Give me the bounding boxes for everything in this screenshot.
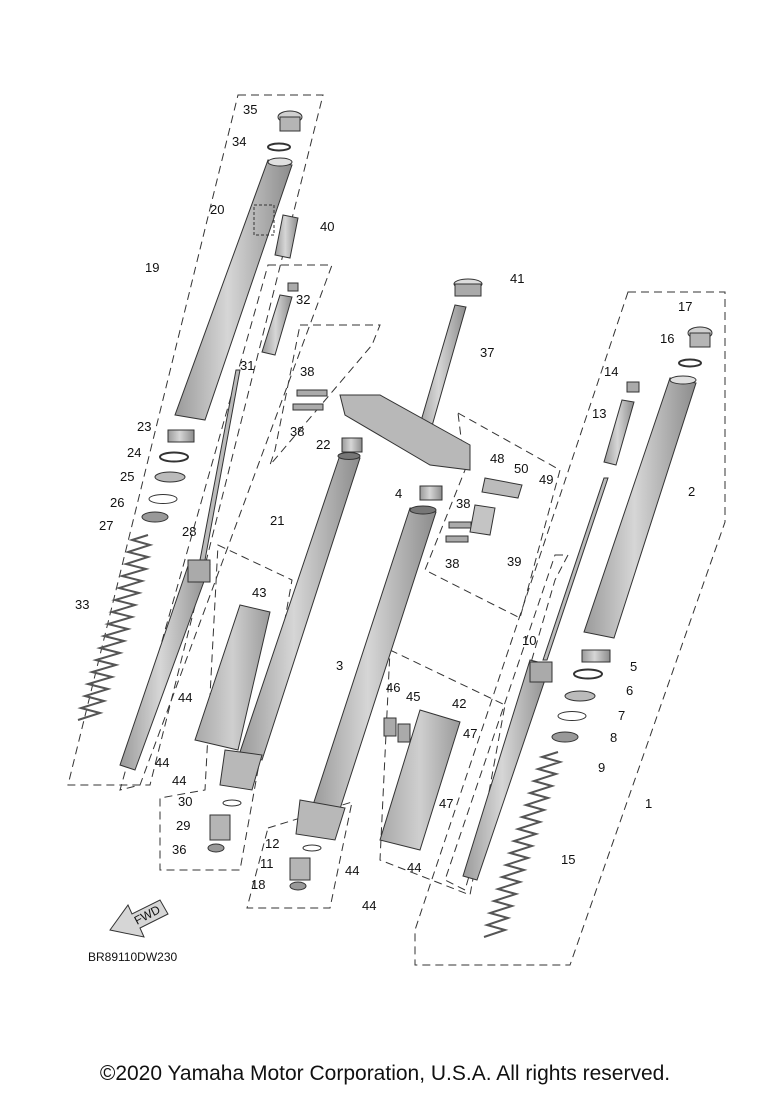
right-fork-guard [379, 709, 461, 851]
callout-30: 30 [178, 794, 192, 809]
left-spring [77, 534, 154, 721]
steering-stem [415, 278, 483, 441]
callout-46: 46 [386, 680, 400, 695]
callout-39: 39 [507, 554, 521, 569]
outline-right-guard [379, 649, 506, 896]
callout-25: 25 [120, 469, 134, 484]
callout-labels: 1 2 3 4 5 6 7 8 9 10 11 12 13 14 15 16 1… [75, 102, 695, 913]
callout-31: 31 [240, 358, 254, 373]
callout-9: 9 [598, 760, 605, 775]
callout-38a: 38 [300, 364, 314, 379]
callout-28: 28 [182, 524, 196, 539]
callout-15: 15 [561, 852, 575, 867]
outline-left-fork [67, 94, 324, 786]
callout-26: 26 [110, 495, 124, 510]
callout-47a: 47 [463, 726, 477, 741]
left-seals [141, 429, 195, 523]
right-cartridge-top [603, 381, 640, 466]
under-bracket [339, 394, 471, 471]
right-seals [551, 649, 611, 743]
callout-20: 20 [210, 202, 224, 217]
callout-41: 41 [510, 271, 524, 286]
callout-34: 34 [232, 134, 246, 149]
right-damper-rod [462, 477, 609, 881]
cable-holder [469, 477, 523, 536]
callout-27: 27 [99, 518, 113, 533]
callout-44f: 44 [407, 860, 421, 875]
callout-23: 23 [137, 419, 151, 434]
callout-21: 21 [270, 513, 284, 528]
left-bottom-parts [207, 799, 242, 853]
callout-36: 36 [172, 842, 186, 857]
outline-right-inner [444, 554, 569, 891]
callout-17: 17 [678, 299, 692, 314]
callout-32: 32 [296, 292, 310, 307]
callout-47b: 47 [439, 796, 453, 811]
callout-13: 13 [592, 406, 606, 421]
diagram-code: BR89110DW230 [88, 950, 177, 964]
callout-10: 10 [522, 633, 536, 648]
outline-left-guard [159, 544, 293, 871]
callout-35: 35 [243, 102, 257, 117]
callout-7: 7 [618, 708, 625, 723]
right-outer-tube [583, 375, 697, 639]
sleeve [274, 214, 299, 259]
callout-45: 45 [406, 689, 420, 704]
callout-24: 24 [127, 445, 141, 460]
callout-38b: 38 [290, 424, 304, 439]
right-cap-bolt [678, 326, 713, 368]
callout-2: 2 [688, 484, 695, 499]
callout-40: 40 [320, 219, 334, 234]
left-outer-tube [174, 157, 293, 421]
callout-18: 18 [251, 877, 265, 892]
callout-22: 22 [316, 437, 330, 452]
outline-upper-bracket [269, 324, 381, 466]
left-cartridge-top [261, 282, 299, 356]
left-inner-tube [219, 437, 363, 791]
callout-50: 50 [514, 461, 528, 476]
right-spring [483, 751, 564, 938]
callout-5: 5 [630, 659, 637, 674]
callout-43: 43 [252, 585, 266, 600]
callout-14: 14 [604, 364, 618, 379]
callout-11: 11 [260, 856, 274, 871]
fwd-arrow-icon: FWD [109, 899, 169, 938]
right-inner-tube [295, 485, 443, 841]
copyright-notice: ©2020 Yamaha Motor Corporation, U.S.A. A… [99, 1062, 671, 1085]
callout-38c: 38 [456, 496, 470, 511]
callout-44e: 44 [362, 898, 376, 913]
callout-29: 29 [176, 818, 190, 833]
outline-lower-bracket [424, 412, 561, 619]
callout-38d: 38 [445, 556, 459, 571]
callout-3: 3 [336, 658, 343, 673]
outline-right-fork [414, 291, 726, 966]
left-damper-rod [119, 369, 241, 771]
callout-6: 6 [626, 683, 633, 698]
outline-left-inner [119, 264, 333, 791]
callout-44c: 44 [172, 773, 186, 788]
callout-4: 4 [395, 486, 402, 501]
left-fork-guard [194, 604, 271, 751]
right-guard-bracket [383, 717, 411, 743]
callout-44b: 44 [155, 755, 169, 770]
assembly-outlines [67, 94, 726, 966]
callout-48: 48 [490, 451, 504, 466]
callout-19: 19 [145, 260, 159, 275]
callout-42: 42 [452, 696, 466, 711]
callout-49: 49 [539, 472, 553, 487]
callout-37: 37 [480, 345, 494, 360]
callout-16: 16 [660, 331, 674, 346]
callout-12: 12 [265, 836, 279, 851]
callout-44d: 44 [345, 863, 359, 878]
callout-33: 33 [75, 597, 89, 612]
callout-8: 8 [610, 730, 617, 745]
cap-bolt [267, 110, 303, 152]
right-bottom-parts [289, 844, 322, 891]
callout-44a: 44 [178, 690, 192, 705]
callout-1: 1 [645, 796, 652, 811]
